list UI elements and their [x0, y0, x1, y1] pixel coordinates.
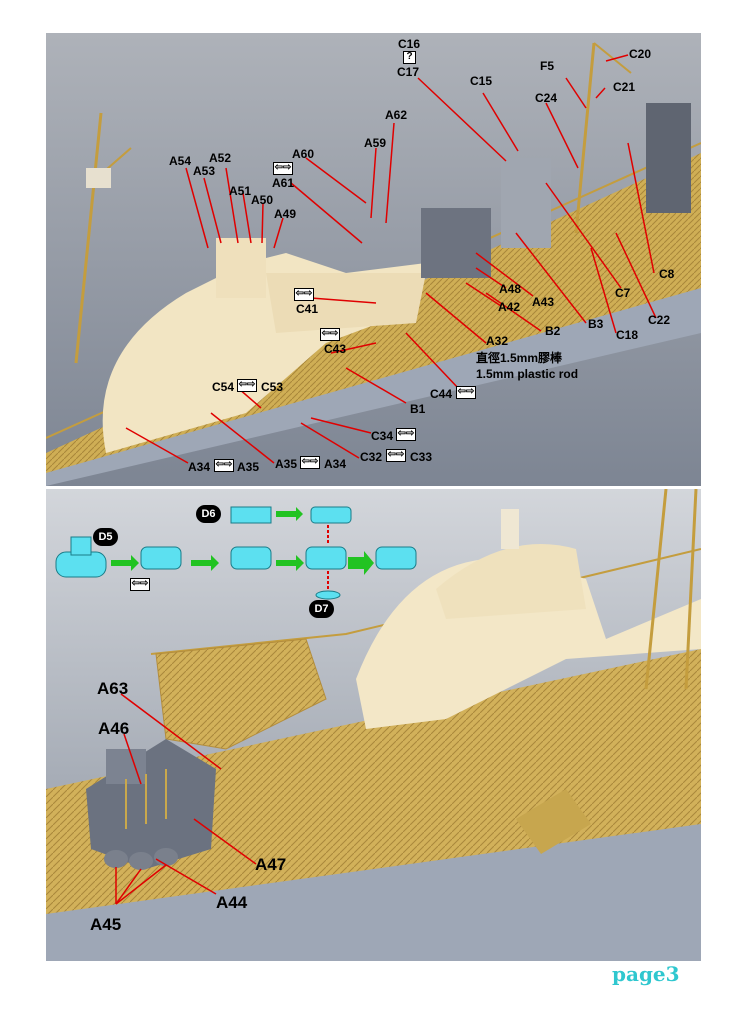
label-a48: A48: [499, 282, 522, 296]
assembly-inset: [55, 506, 417, 600]
label-c20: C20: [629, 47, 652, 61]
label-a44: A44: [216, 893, 248, 912]
label-c16: C16: [398, 37, 421, 51]
label-a62: A62: [385, 108, 408, 122]
step-d7: D7: [309, 600, 334, 618]
label-c17: C17: [397, 65, 420, 79]
label-a53: A53: [193, 164, 216, 178]
label-a54: A54: [169, 154, 192, 168]
label-a49: A49: [274, 207, 297, 221]
label-a32: A32: [486, 334, 509, 348]
label-a34: A34: [188, 460, 211, 474]
top-ship-drawing: [46, 33, 701, 486]
label-a35b: A35: [275, 457, 298, 471]
label-a52: A52: [209, 151, 232, 165]
step-d5: D5: [93, 528, 118, 546]
label-a59: A59: [364, 136, 387, 150]
label-a45: A45: [90, 915, 122, 934]
label-a42: A42: [498, 300, 521, 314]
top-photo: [46, 33, 701, 486]
label-b2: B2: [545, 324, 561, 338]
label-a60: A60: [292, 147, 315, 161]
label-c53: C53: [261, 380, 284, 394]
label-a51: A51: [229, 184, 252, 198]
label-c15: C15: [470, 74, 493, 88]
label-a43: A43: [532, 295, 555, 309]
mirror-pair-icon: ⇦⇨: [456, 386, 476, 399]
label-c22: C22: [648, 313, 671, 327]
label-b1: B1: [410, 402, 426, 416]
page-number: page3: [612, 962, 680, 986]
step-d6: D6: [196, 505, 221, 523]
label-a47: A47: [255, 855, 287, 874]
mirror-pair-icon: ⇦⇨: [320, 328, 340, 341]
label-c21: C21: [613, 80, 636, 94]
mirror-pair-icon: ⇦⇨: [273, 162, 293, 175]
mirror-pair-icon: ⇦⇨: [294, 288, 314, 301]
plastic-rod-cn: 直徑1.5mm膠棒: [476, 351, 563, 365]
label-c34: C34: [371, 429, 394, 443]
label-c33: C33: [410, 450, 433, 464]
label-a35: A35: [237, 460, 260, 474]
label-c32: C32: [360, 450, 383, 464]
label-f5: F5: [540, 59, 555, 73]
mirror-pair-icon: ⇦⇨: [386, 449, 406, 462]
label-c8: C8: [659, 267, 675, 281]
bottom-ship-drawing: [46, 489, 701, 961]
label-a34b: A34: [324, 457, 347, 471]
bottom-photo: [46, 489, 701, 961]
label-c24: C24: [535, 91, 558, 105]
label-a50: A50: [251, 193, 274, 207]
mirror-pair-icon: ⇦⇨: [396, 428, 416, 441]
label-c18: C18: [616, 328, 639, 342]
plastic-rod-en: 1.5mm plastic rod: [476, 367, 579, 381]
mirror-pair-icon: ⇦⇨: [214, 459, 234, 472]
mirror-pair-icon: ⇦⇨: [300, 456, 320, 469]
mirror-pair-icon: ⇦⇨: [130, 578, 150, 591]
label-c44: C44: [430, 387, 453, 401]
label-a46: A46: [98, 719, 130, 738]
label-c54: C54: [212, 380, 235, 394]
label-c7: C7: [615, 286, 631, 300]
mirror-pair-icon: ⇦⇨: [237, 379, 257, 392]
label-c43: C43: [324, 342, 347, 356]
label-a63: A63: [97, 679, 129, 698]
label-a61: A61: [272, 176, 295, 190]
label-c41: C41: [296, 302, 319, 316]
unknown-part-box: ?: [403, 51, 416, 64]
label-b3: B3: [588, 317, 604, 331]
